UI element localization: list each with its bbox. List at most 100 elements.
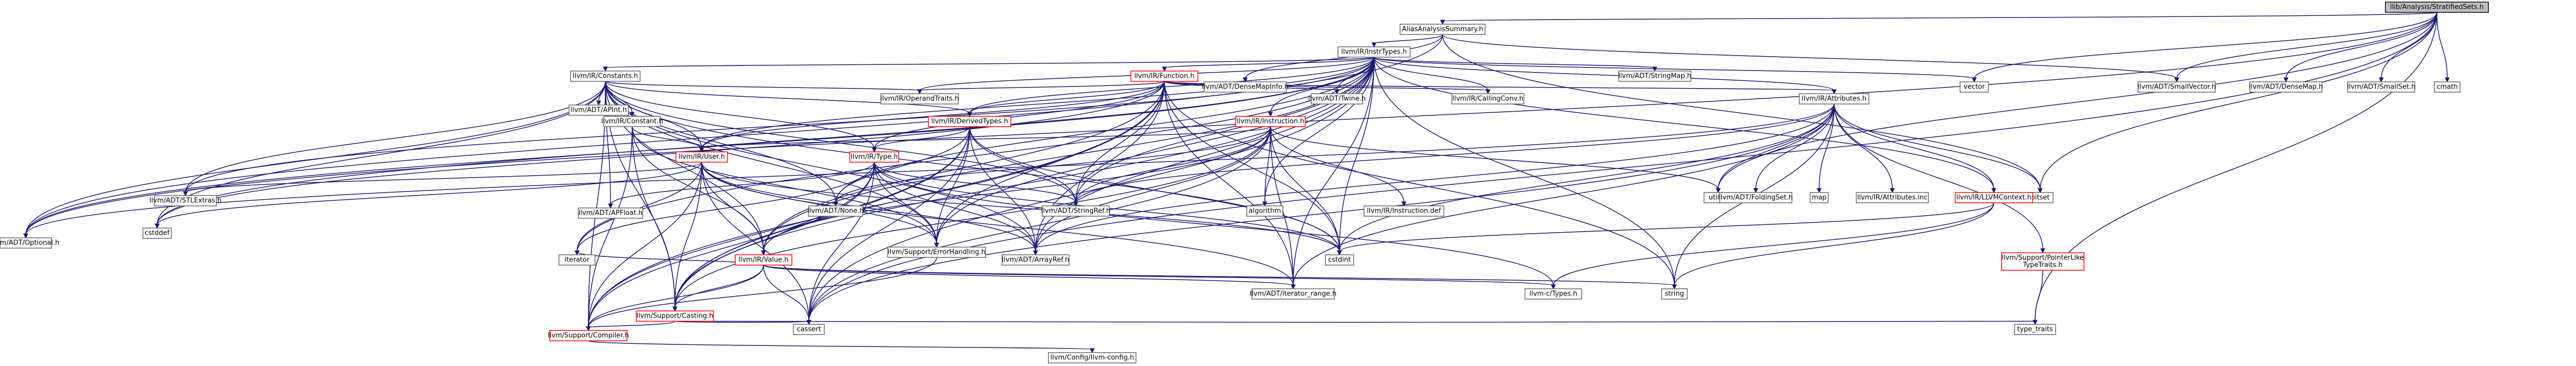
- node-label-algorithm: algorithm: [1249, 207, 1281, 215]
- graph-node-stlextras[interactable]: llvm/ADT/STLExtras.h: [149, 195, 222, 206]
- graph-node-iterator[interactable]: iterator: [558, 254, 596, 266]
- node-box-cassert: [793, 324, 825, 335]
- arrowhead-insttypes-to-function: [1162, 66, 1167, 72]
- graph-node-llvmconfig[interactable]: llvm/Config/llvm-config.h: [1048, 352, 1137, 363]
- node-box-callingconv: [1451, 93, 1524, 104]
- edge-insttypes-to-cstddef: [157, 57, 1375, 225]
- graph-node-callingconv[interactable]: llvm/IR/CallingConv.h: [1451, 93, 1524, 104]
- node-label-instruction: llvm/IR/Instruction.h: [1236, 118, 1304, 126]
- node-box-smallvector: [2138, 81, 2216, 93]
- node-box-twine: [1311, 93, 1363, 104]
- arrowhead-type-to-apfloat: [608, 203, 613, 209]
- edge-attributes-to-llvmcontext: [1834, 103, 1994, 190]
- graph-node-attributes[interactable]: llvm/IR/Attributes.h: [1799, 93, 1870, 104]
- graph-node-compiler[interactable]: llvm/Support/Compiler.h: [548, 330, 629, 341]
- graph-node-cstdint[interactable]: cstdint: [1325, 254, 1354, 266]
- node-box-user: [675, 151, 728, 163]
- arrowhead-root-to-smallset: [2379, 77, 2384, 83]
- graph-node-optraits[interactable]: llvm/IR/OperandTraits.h: [880, 93, 959, 104]
- graph-node-cstddef[interactable]: cstddef: [142, 228, 172, 239]
- graph-node-llvmcontext[interactable]: llvm/IR/LLVMContext.h: [1955, 192, 2033, 203]
- graph-node-errorhandling[interactable]: llvm/Support/ErrorHandling.h: [887, 247, 986, 258]
- edge-derivedtypes-to-errorhandling: [936, 126, 970, 245]
- node-label-attributes: llvm/IR/Attributes.h: [1802, 95, 1867, 103]
- graph-node-apfloat[interactable]: llvm/ADT/APFloat.h: [578, 207, 643, 219]
- edge-attributes-to-cstdint: [1339, 103, 1835, 252]
- graph-node-function[interactable]: llvm/IR/Function.h: [1130, 71, 1198, 82]
- edge-constants-to-type: [605, 81, 875, 149]
- graph-node-constants[interactable]: llvm/IR/Constants.h: [570, 71, 641, 82]
- arrowhead-aas-to-densemapinfo: [1243, 77, 1248, 83]
- graph-node-insttypes[interactable]: llvm/IR/InstrTypes.h: [1337, 46, 1411, 58]
- graph-node-aas[interactable]: AliasAnalysisSummary.h: [1399, 24, 1486, 35]
- edge-type-to-ctypes: [874, 162, 1554, 286]
- node-box-optraits: [880, 93, 959, 104]
- node-label-cstddef: cstddef: [145, 230, 170, 237]
- arrowhead-function-to-twine: [1334, 89, 1340, 95]
- graph-node-instruction[interactable]: llvm/IR/Instruction.h: [1235, 116, 1306, 127]
- graph-node-smallvector[interactable]: llvm/ADT/SmallVector.h: [2138, 81, 2216, 93]
- node-box-derivedtypes: [928, 116, 1011, 127]
- graph-node-user[interactable]: llvm/IR/User.h: [675, 151, 728, 163]
- graph-node-optional[interactable]: llvm/ADT/Optional.h: [0, 237, 59, 249]
- graph-node-stringmap[interactable]: llvm/ADT/StringMap.h: [1618, 71, 1691, 82]
- node-label-cstdint: cstdint: [1328, 256, 1351, 264]
- edge-instruction-to-utility: [1270, 126, 1719, 190]
- graph-node-map[interactable]: map: [1809, 192, 1829, 203]
- graph-node-arrayref[interactable]: llvm/ADT/ArrayRef.h: [1002, 254, 1070, 266]
- graph-node-ctypes[interactable]: llvm-c/Types.h: [1524, 288, 1582, 300]
- graph-node-root[interactable]: llib/Analysis/StratifiedSets.h: [2385, 2, 2489, 13]
- graph-node-none[interactable]: llvm/ADT/None.h: [807, 205, 864, 217]
- arrowhead-constant-to-user: [699, 147, 704, 153]
- node-box-compiler: [549, 330, 628, 341]
- graph-node-twine[interactable]: llvm/ADT/Twine.h: [1308, 93, 1366, 104]
- edge-instruction-to-cassert: [808, 126, 1271, 322]
- graph-node-value[interactable]: llvm/IR/Value.h: [735, 254, 792, 266]
- node-label-twine: llvm/ADT/Twine.h: [1308, 95, 1366, 103]
- node-box-type: [849, 151, 900, 163]
- graph-node-cmath[interactable]: cmath: [2434, 81, 2461, 93]
- edge-derivedtypes-to-cstdint: [969, 126, 1340, 252]
- arrowhead-instruction-to-instdef: [1401, 201, 1406, 207]
- arrowhead-attributes-to-utility: [1716, 188, 1721, 194]
- edge-constants-to-apfloat: [605, 81, 611, 205]
- graph-node-cassert[interactable]: cassert: [793, 324, 825, 335]
- graph-node-casting[interactable]: llvm/Support/Casting.h: [636, 310, 714, 322]
- nodes-layer: llib/Analysis/StratifiedSets.hAliasAnaly…: [0, 2, 2489, 363]
- node-label-instdef: llvm/IR/Instruction.def: [1367, 207, 1441, 215]
- node-label-cassert: cassert: [796, 326, 821, 334]
- graph-node-vector[interactable]: vector: [1959, 81, 1989, 93]
- graph-node-algorithm[interactable]: algorithm: [1246, 205, 1283, 217]
- node-label-none: llvm/ADT/None.h: [807, 207, 863, 215]
- graph-node-derivedtypes[interactable]: llvm/IR/DerivedTypes.h: [928, 116, 1011, 127]
- graph-node-attrinc[interactable]: llvm/IR/Attributes.inc: [1856, 192, 1929, 203]
- node-box-aas: [1399, 24, 1486, 35]
- graph-node-iterrange[interactable]: llvm/ADT/iterator_range.h: [1250, 288, 1336, 300]
- graph-node-smallset[interactable]: llvm/ADT/SmallSet.h: [2347, 81, 2416, 93]
- graph-node-string[interactable]: string: [1661, 288, 1688, 300]
- node-label-foldingset: llvm/ADT/FoldingSet.h: [1719, 194, 1793, 202]
- edge-insttypes-to-derivedtypes: [969, 57, 1375, 114]
- edge-user-to-arrayref: [701, 162, 1036, 252]
- node-box-insttypes: [1337, 46, 1411, 58]
- graph-node-type[interactable]: llvm/IR/Type.h: [849, 151, 900, 163]
- edge-value-to-string: [763, 265, 1675, 286]
- node-box-stlextras: [154, 195, 217, 206]
- node-box-cmath: [2434, 81, 2461, 93]
- graph-node-densemapinfo[interactable]: llvm/ADT/DenseMapInfo.h: [1202, 81, 1289, 93]
- edge-attributes-to-arrayref: [1035, 103, 1835, 252]
- edge-function-to-cstdint: [1164, 81, 1340, 252]
- arrowhead-compiler-to-llvmconfig: [1090, 348, 1095, 354]
- graph-node-apint[interactable]: llvm/ADT/APInt.h: [568, 104, 629, 116]
- edge-attributes-to-attrinc: [1834, 103, 1893, 190]
- graph-node-typetraits[interactable]: type_traits: [2014, 324, 2056, 335]
- graph-node-foldingset[interactable]: llvm/ADT/FoldingSet.h: [1719, 192, 1793, 203]
- graph-node-constant[interactable]: llvm/IR/Constant.h: [601, 116, 663, 127]
- graph-node-stringref[interactable]: llvm/ADT/StringRef.h: [1041, 205, 1110, 217]
- node-box-densemapinfo: [1204, 81, 1287, 93]
- graph-node-densemap[interactable]: llvm/ADT/DenseMap.h: [2249, 81, 2323, 93]
- arrowhead-attributes-to-bitset: [2038, 188, 2043, 194]
- graph-node-instdef[interactable]: llvm/IR/Instruction.def: [1363, 205, 1445, 217]
- graph-node-bitset[interactable]: bitset: [2027, 192, 2054, 203]
